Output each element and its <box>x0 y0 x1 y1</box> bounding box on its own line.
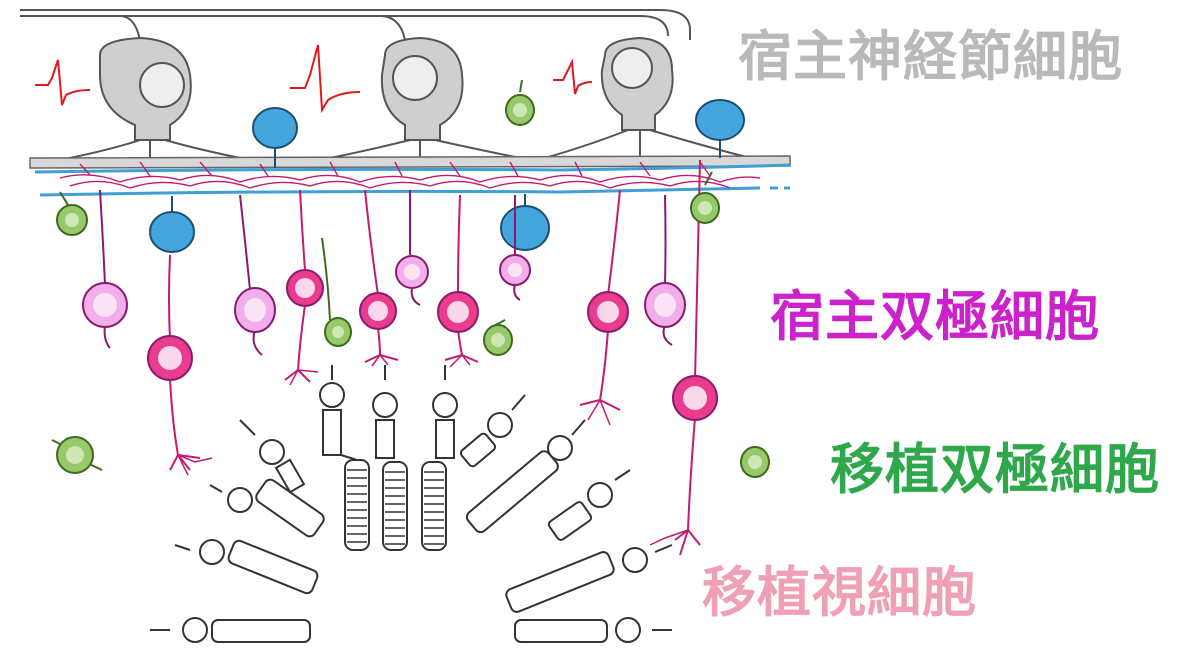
photoreceptor-4 <box>239 419 306 494</box>
ipl-band-gray <box>29 155 791 169</box>
ipl-band-blue <box>34 163 791 197</box>
label-host-ganglion-cells: 宿主神経節細胞 <box>738 25 1123 88</box>
ganglion-cell-2 <box>319 36 531 162</box>
photoreceptor-11 <box>505 544 673 613</box>
photoreceptor-6 <box>174 539 319 595</box>
ganglion-axon-bundle <box>20 9 691 41</box>
ganglion-cell-1 <box>59 36 251 162</box>
photoreceptor-10 <box>547 469 631 541</box>
photoreceptor-12 <box>514 617 672 643</box>
spike-traces <box>35 44 593 114</box>
label-graft-photoreceptors: 移植視細胞 <box>702 561 977 624</box>
photoreceptor-8 <box>459 394 526 468</box>
photoreceptor-2 <box>372 365 408 551</box>
synapse-contacts <box>177 354 689 546</box>
photoreceptor-5 <box>209 478 325 538</box>
graft-bipolar-cells <box>51 79 770 478</box>
host-bipolar-cells-light <box>82 189 686 356</box>
host-bipolar-cells-dark <box>147 159 718 556</box>
photoreceptor-9 <box>465 419 586 534</box>
photoreceptor-1 <box>319 365 370 551</box>
blue-cells <box>149 99 745 253</box>
photoreceptor-3 <box>421 365 458 551</box>
label-host-bipolar-cells: 宿主双極細胞 <box>770 285 1100 348</box>
graft-photoreceptors <box>150 365 673 643</box>
dendritic-mesh <box>59 161 761 189</box>
label-graft-bipolar-cells: 移植双極細胞 <box>830 438 1160 501</box>
photoreceptor-7 <box>150 617 311 643</box>
